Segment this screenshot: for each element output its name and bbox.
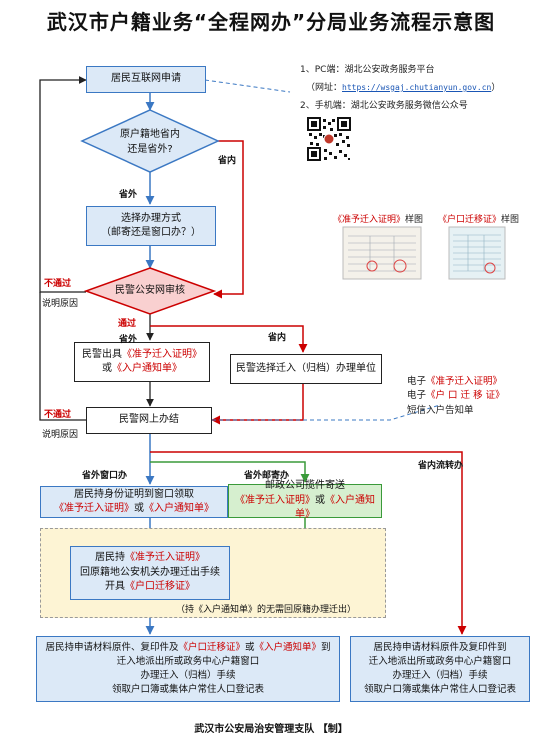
mail-red2: 《入户通知单》 [295,494,375,521]
info-url-line: （网址：https://wsgaj.chutianyun.gov.cn） [306,80,500,93]
final-right-line2: 迁入地派出所或政务中心户籍窗口 [368,656,512,668]
yellow-note: （持《入户通知单》的无需回原籍办理迁出） [176,605,357,615]
elec-prefix2: 电子 [407,390,427,402]
decision-line1: 原户籍地省内 [120,129,180,140]
choose-method-box: 选择办理方式 （邮寄还是窗口办？） [86,206,216,246]
final-left-red1: 《户口迁移证》 [178,642,245,654]
final-left-red2: 《入户通知单》 [254,642,322,654]
issue-prefix: 民警出具 [82,348,122,360]
info-mobile: 2、手机端：湖北公安政务服务微信公众号 [300,101,468,111]
footer-credit: 武汉市公安局治安管理支队 【制】 [194,724,348,735]
final-left-line3: 办理迁入（归档）手续 [140,670,236,681]
final-left-box: 居民持申请材料原件、复印件及《户口迁移证》或《入户通知单》到 迁入地派出所或政务… [36,636,340,702]
final-right-line1: 居民持申请材料原件及复印件到 [373,642,507,654]
certificate-sample-image [342,226,422,280]
issue-red2: 《入户通知单》 [112,363,182,374]
apply-text: 居民互联网申请 [111,73,181,85]
window-mid: 或 [134,503,144,514]
origin-red1: 《准予迁入证明》 [125,552,205,564]
window-pickup-box: 居民持身份证明到窗口领取 《准予迁入证明》或《入户通知单》 [40,486,228,518]
decision-line2: 还是省外? [127,143,173,155]
sample-right-suffix: 样图 [501,215,520,225]
sample-right-red: 《户口迁移证》 [438,215,502,225]
sample-left-red: 《准予迁入证明》 [333,215,406,225]
sample-left-title: 《准予迁入证明》样图 [333,212,423,225]
info-url-link[interactable]: https://wsgaj.chutianyun.gov.cn [342,83,492,92]
label-province-in-2: 省内 [268,333,287,343]
select-unit-box: 民警选择迁入（归档）办理单位 [230,354,382,384]
label-not-pass-2: 不通过 [44,410,72,420]
choose-line1: 选择办理方式 [121,212,181,224]
choose-line2: （邮寄还是窗口办？） [101,227,201,238]
origin-prefix3: 开具 [105,581,125,593]
elec-red2: 《户 口 迁 移 证》 [426,390,505,402]
origin-prefix: 居民持 [95,552,125,564]
window-line1: 居民持身份证明到窗口领取 [74,488,194,500]
migration-sample-image [448,226,506,280]
issue-prefix2: 或 [102,363,112,374]
mail-red1: 《准予迁入证明》 [235,494,315,506]
final-right-box: 居民持申请材料原件及复印件到 迁入地派出所或政务中心户籍窗口 办理迁入（归档）手… [350,636,530,702]
elec-prefix1: 电子 [407,376,427,387]
info-url-prefix: （网址： [306,83,343,93]
final-left-prefix: 居民持申请材料原件、复印件及 [45,642,179,654]
final-left-line4: 领取户口簿或集体户常住人口登记表 [111,683,264,695]
decision-text: 原户籍地省内 还是省外? [95,128,205,157]
return-origin-box: 居民持《准予迁入证明》 回原籍地公安机关办理迁出手续 开具《户口迁移证》 [70,546,230,600]
mail-mid: 或 [315,494,325,506]
final-left-suffix: 到 [321,642,331,654]
label-not-pass-1: 不通过 [44,279,72,289]
label-province-out-2: 省外 [119,335,138,345]
window-red2: 《入户通知单》 [144,503,214,514]
mail-line1: 邮政公司揽件寄送 [265,480,345,492]
select-unit-text: 民警选择迁入（归档）办理单位 [236,362,376,374]
label-out-window: 省外窗口办 [82,471,128,481]
origin-line2: 回原籍地公安机关办理迁出手续 [80,566,220,578]
sample-right-title: 《户口迁移证》样图 [438,212,519,225]
window-red1: 《准予迁入证明》 [54,503,134,514]
label-pass: 通过 [118,319,137,329]
issue-box: 民警出具《准予迁入证明》 或《入户通知单》 [74,342,210,382]
elec-line3: 短信入户告知单 [407,404,474,416]
label-reason-2: 说明原因 [42,430,79,440]
elec-red1: 《准予迁入证明》 [426,376,503,387]
mail-delivery-box: 邮政公司揽件寄送 《准予迁入证明》或《入户通知单》 [228,480,382,521]
final-right-line3: 办理迁入（归档）手续 [392,670,488,681]
label-province-in-1: 省内 [218,156,237,166]
review-diamond [83,267,217,315]
sample-left-suffix: 样图 [405,215,424,225]
label-in-transfer: 省内流转办 [418,461,464,471]
issue-red1: 《准予迁入证明》 [122,348,202,360]
online-done-box: 民警网上办结 [86,407,212,434]
electronic-docs: 电子《准予迁入证明》 电子《户 口 迁 移 证》 短信入户告知单 [407,375,505,418]
review-text: 民警公安网审核 [115,285,185,296]
label-reason-1: 说明原因 [42,299,79,309]
decision-diamond [80,109,220,173]
final-left-line2: 迁入地派出所或政务中心户籍窗口 [116,656,260,668]
final-left-mid: 或 [244,642,255,654]
origin-red3: 《户口迁移证》 [125,581,195,593]
online-done-text: 民警网上办结 [119,414,179,426]
info-pc: 1、PC端：湖北公安政务服务平台 [300,65,435,75]
label-out-mail: 省外邮寄办 [244,471,290,481]
info-url-suffix: ） [491,83,501,93]
label-province-out-1: 省外 [119,190,138,200]
qr-code-icon [306,116,352,162]
apply-box: 居民互联网申请 [86,66,206,93]
page-title: 武汉市户籍业务“全程网办”分局业务流程示意图 [46,10,496,34]
final-right-line4: 领取户口簿或集体户常住人口登记表 [363,683,516,695]
